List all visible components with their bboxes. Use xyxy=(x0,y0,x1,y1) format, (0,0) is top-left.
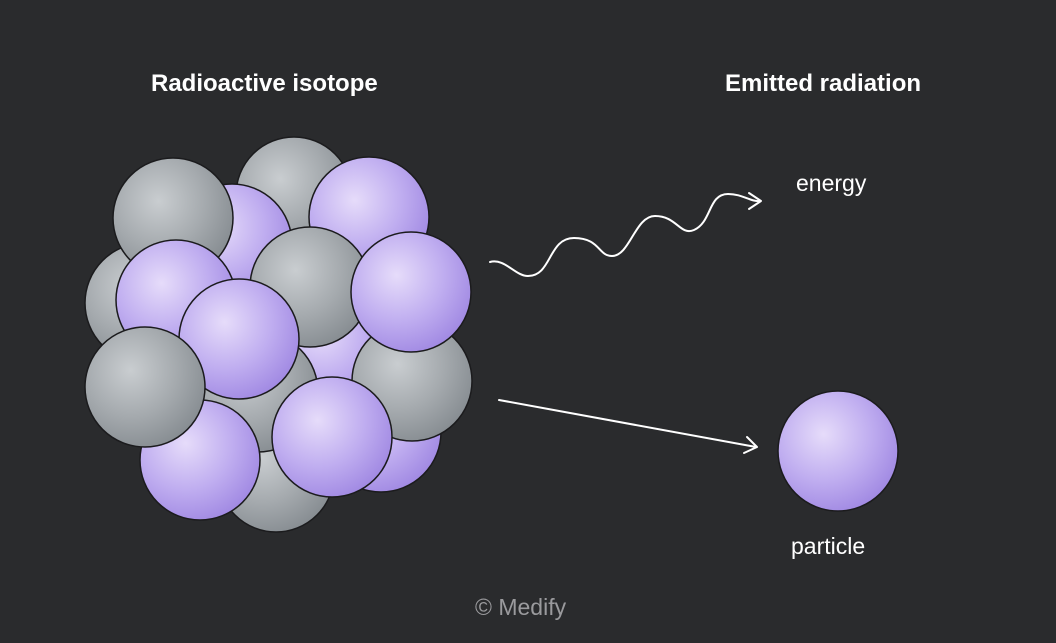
copyright-notice: © Medify xyxy=(475,594,567,620)
arrowhead xyxy=(743,436,758,454)
neutron-ball xyxy=(84,326,206,448)
arrowhead xyxy=(748,192,762,210)
arrow-line xyxy=(498,399,757,448)
wave-line xyxy=(489,192,761,278)
proton-ball xyxy=(350,231,472,353)
particle-arrow xyxy=(498,399,758,454)
emitted-particle-ball xyxy=(777,390,899,512)
proton-ball xyxy=(271,376,393,498)
energy-arrow xyxy=(489,192,762,278)
energy-label: energy xyxy=(796,170,867,196)
isotope-heading: Radioactive isotope xyxy=(151,70,378,97)
particle-label: particle xyxy=(791,533,866,559)
isotope-nucleus xyxy=(84,136,473,533)
radiation-heading: Emitted radiation xyxy=(725,70,922,97)
